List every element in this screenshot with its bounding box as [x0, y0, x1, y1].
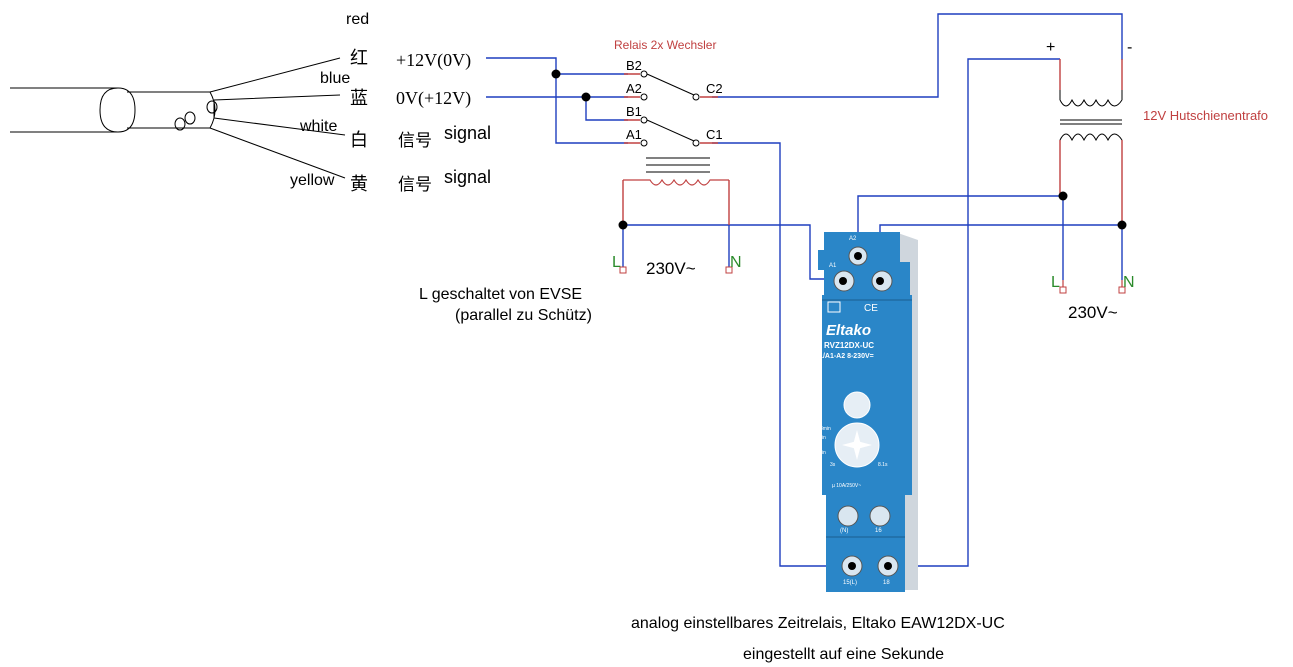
voltage-left: 230V~: [646, 259, 696, 278]
label-red: red: [346, 11, 369, 28]
transformer-plus: +: [1046, 39, 1055, 56]
relay-a2: A2: [626, 81, 642, 96]
label-white-signal-cn: 信号: [398, 131, 432, 150]
label-n-left: N: [730, 254, 742, 271]
relay-a1: A1: [626, 127, 642, 142]
timer-term-18: 18: [883, 580, 890, 586]
timer-term-a1: A1: [829, 263, 837, 269]
label-yellow: yellow: [290, 172, 335, 189]
timer-1min: 1min: [815, 450, 826, 456]
timer-ce: CE: [864, 303, 878, 314]
red-leads: [622, 59, 1123, 225]
voltage-right: 230V~: [1068, 303, 1118, 322]
label-blue-cn: 蓝: [350, 88, 368, 108]
timer-model: RVZ12DX-UC: [824, 341, 874, 350]
timer-term-16: 16: [875, 528, 882, 534]
timer-spec: B1/A1-A2 8-230V=: [814, 353, 874, 360]
note-parallel: (parallel zu Schütz): [455, 307, 592, 324]
relay-title: Relais 2x Wechsler: [614, 38, 716, 52]
timer-terminal-dots: [839, 252, 892, 570]
label-white-signal: signal: [444, 123, 491, 143]
label-red-cn: 红: [350, 48, 368, 68]
timer-term-15: 15(L): [843, 580, 857, 586]
label-yellow-signal-cn: 信号: [398, 175, 432, 194]
timer-xt: xT: [815, 396, 822, 402]
label-l-left: L: [612, 254, 621, 271]
transformer-label: 12V Hutschienentrafo: [1143, 108, 1268, 123]
relay-b2: B2: [626, 58, 642, 73]
label-white-cn: 白: [350, 130, 368, 150]
timer-term-a2: A2: [849, 236, 857, 242]
terminal-n-left: [725, 266, 733, 274]
timer-t: T: [818, 411, 822, 417]
terminal-l-right: [1059, 286, 1067, 294]
timer-device: [818, 232, 918, 592]
caption-line1: analog einstellbares Zeitrelais, Eltako …: [631, 615, 1005, 632]
label-blue: blue: [320, 70, 350, 87]
label-white: white: [299, 118, 337, 135]
label-yellow-signal: signal: [444, 167, 491, 187]
transformer-minus: -: [1127, 39, 1132, 56]
label-l-right: L: [1051, 274, 1060, 291]
relay-coil: [623, 157, 729, 186]
caption-line2: eingestellt auf eine Sekunde: [743, 646, 944, 663]
transformer-symbol: [1059, 90, 1123, 142]
junctions: [551, 69, 1127, 230]
relay-b1: B1: [626, 104, 642, 119]
note-evse: L geschaltet von EVSE: [419, 286, 582, 303]
label-yellow-cn: 黄: [350, 174, 368, 194]
terminal-l-left: [619, 266, 627, 274]
label-red-function: +12V(0V): [396, 50, 471, 71]
label-n-right: N: [1123, 274, 1135, 291]
label-blue-function: 0V(+12V): [396, 88, 471, 109]
timer-3min: 3min: [820, 426, 831, 432]
relay-c2: C2: [706, 81, 723, 96]
cable-drawing: [10, 57, 346, 179]
timer-3s: 3s: [830, 462, 836, 468]
timer-rating: µ 10A/250V~: [832, 483, 861, 489]
timer-2min: 2min: [815, 435, 826, 441]
timer-brand: Eltako: [826, 322, 871, 339]
timer-8-1s: 8.1s: [878, 462, 888, 468]
relay-c1: C1: [706, 127, 723, 142]
timer-term-n: (N): [840, 528, 848, 534]
relay-switches: [640, 70, 700, 147]
